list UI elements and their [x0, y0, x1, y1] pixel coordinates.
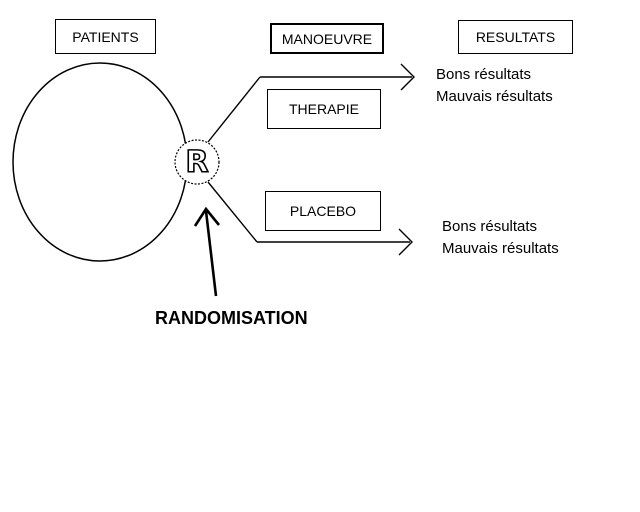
- therapie-arm-label: THERAPIE: [288, 101, 359, 117]
- therapy-arrowhead: [400, 63, 415, 91]
- randomisation-arrow-shaft: [204, 210, 218, 297]
- placebo-good-result: Bons résultats: [442, 218, 538, 235]
- randomisation-symbol: R: [185, 144, 210, 181]
- randomisation-label: RANDOMISATION: [155, 308, 308, 328]
- manoeuvre-header-label: MANOEUVRE: [281, 30, 373, 47]
- randomisation-node: [174, 139, 220, 185]
- patients-population-circle: [12, 62, 188, 262]
- placebo-arrowhead: [398, 228, 413, 256]
- placebo-branch-diagonal: [207, 181, 258, 243]
- therapy-bad-result: Mauvais résultats: [436, 88, 553, 105]
- placebo-arm-label: PLACEBO: [289, 203, 357, 219]
- patients-header-box: PATIENTS: [55, 19, 156, 54]
- therapie-arm-box: THERAPIE: [267, 89, 381, 129]
- placebo-arm-box: PLACEBO: [265, 191, 381, 231]
- manoeuvre-header-box: MANOEUVRE: [270, 23, 384, 54]
- placebo-bad-result: Mauvais résultats: [442, 240, 559, 257]
- patients-header-label: PATIENTS: [72, 28, 139, 45]
- therapy-good-result: Bons résultats: [436, 66, 532, 83]
- resultats-header-label: RESULTATS: [475, 29, 556, 45]
- therapy-branch-diagonal: [207, 76, 261, 143]
- placebo-outcomes: Bons résultats Mauvais résultats: [442, 216, 559, 260]
- randomisation-arrowhead: [193, 206, 221, 227]
- resultats-header-box: RESULTATS: [458, 20, 573, 54]
- therapy-outcomes: Bons résultats Mauvais résultats: [436, 64, 553, 108]
